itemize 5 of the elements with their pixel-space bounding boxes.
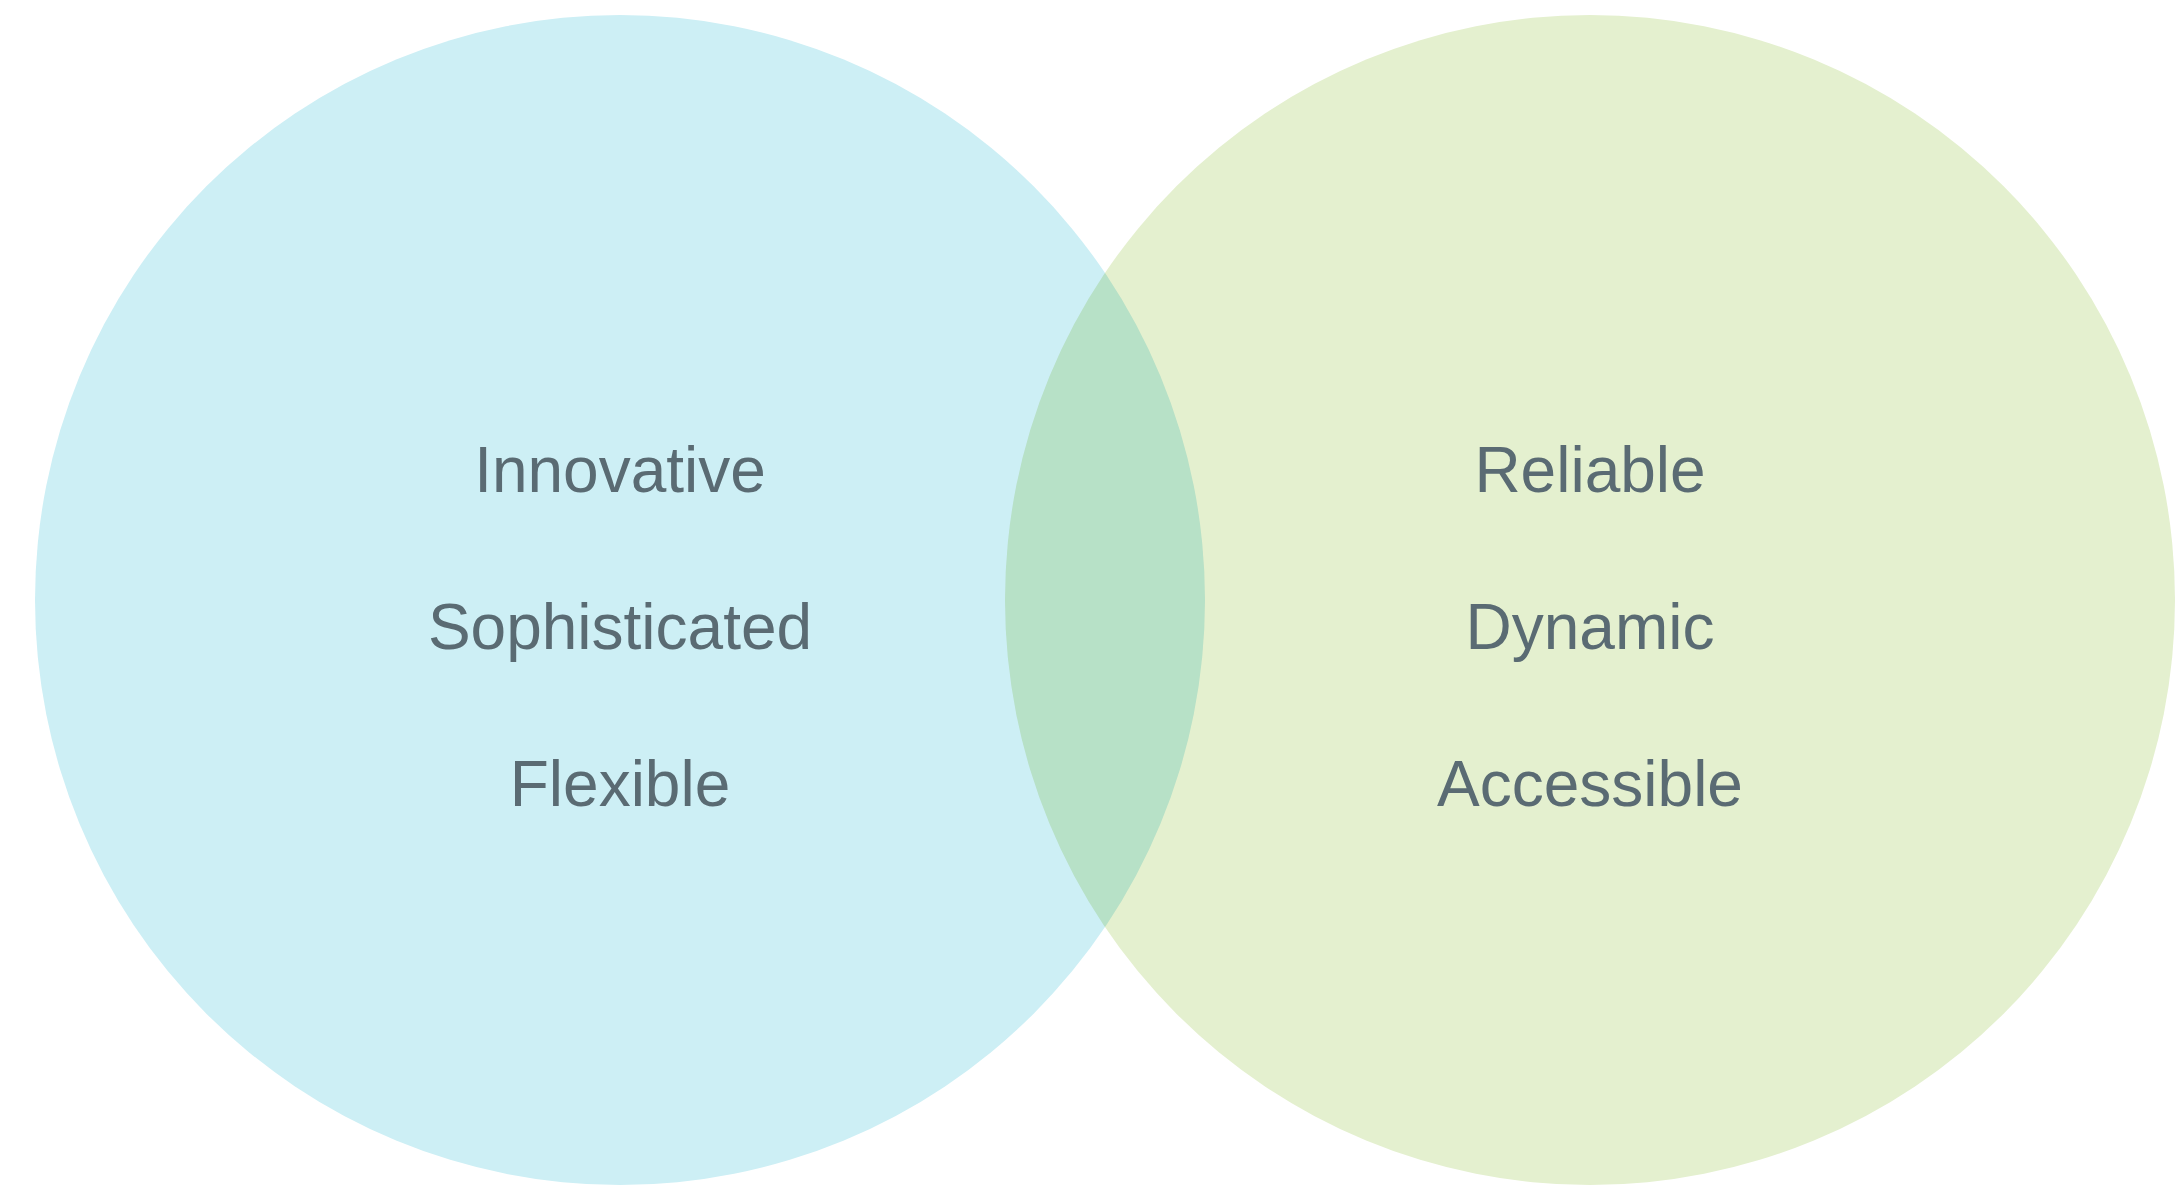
venn-circle bbox=[1005, 15, 2175, 1185]
trait-label: Innovative bbox=[474, 438, 766, 502]
trait-label: Flexible bbox=[509, 752, 731, 816]
trait-label: Accessible bbox=[1437, 752, 1743, 816]
trait-label: Reliable bbox=[1474, 438, 1706, 502]
